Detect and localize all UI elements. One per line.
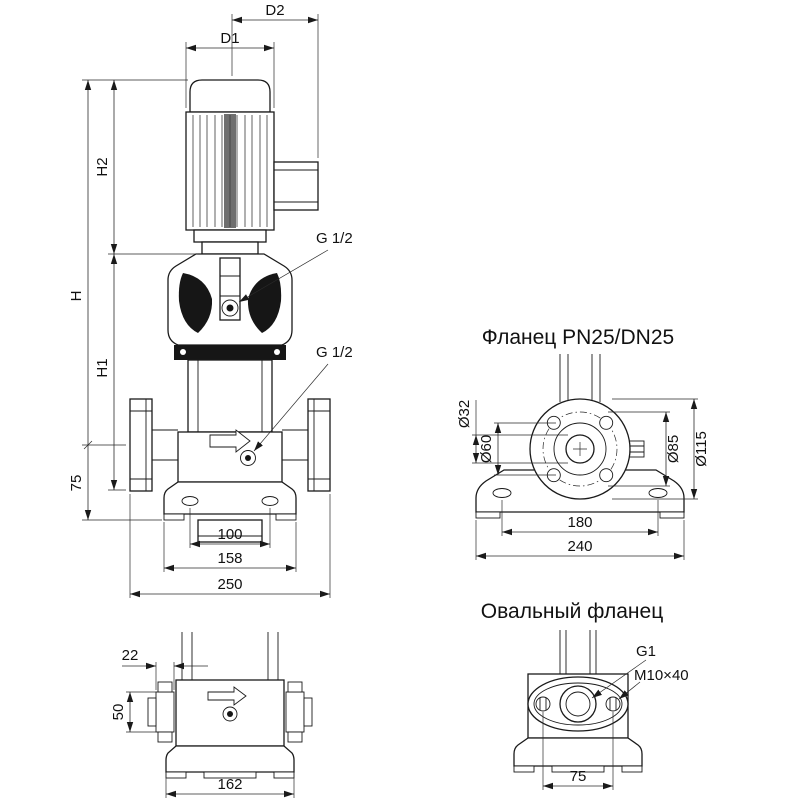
base-slot-left — [492, 488, 512, 498]
bore-circle — [565, 434, 595, 464]
side-bolt — [627, 440, 645, 458]
dim-d85-label: Ø85 — [665, 435, 682, 463]
flow-arrow — [207, 686, 247, 706]
seal-housing-band — [174, 345, 286, 360]
motor — [185, 79, 319, 255]
dim-75-label: 75 — [570, 768, 587, 785]
dim-d32-label: Ø32 — [456, 400, 473, 428]
leader-g12-head — [238, 249, 329, 303]
pump-body — [129, 398, 331, 492]
pump-base — [163, 481, 297, 543]
callout-g12-body-label: G 1/2 — [316, 344, 353, 361]
bolt-left — [535, 696, 551, 712]
side-body — [147, 679, 313, 747]
bolt-circle — [542, 411, 618, 487]
flange-view-title: Фланец PN25/DN25 — [482, 326, 674, 349]
callout-g1-label: G1 — [636, 643, 656, 660]
boss-circle — [559, 685, 597, 723]
dim-75-label: 75 — [68, 475, 85, 492]
dim-162-label: 162 — [217, 776, 242, 793]
leader-m10 — [618, 681, 641, 700]
discharge-flange — [307, 398, 331, 492]
bolt-hole — [599, 415, 614, 430]
callout-m10-label: M10×40 — [634, 667, 689, 684]
lantern-window-left — [178, 273, 213, 333]
main-elevation-view: D2 D1 H 75 H2 H1 100 158 250 G — [68, 2, 353, 598]
leader-g1 — [591, 659, 647, 699]
oval-pipe — [559, 630, 597, 674]
side-dimensions: 22 50 162 — [110, 647, 295, 798]
callout-g12-head-label: G 1/2 — [316, 230, 353, 247]
bolt-hole — [599, 468, 614, 483]
dim-d60-label: Ø60 — [478, 435, 495, 463]
dim-158-label: 158 — [217, 550, 242, 567]
bore-circle — [565, 691, 591, 717]
oval-flange-view: Овальный фланец G1 M10×40 — [481, 600, 689, 790]
side-view: 22 50 162 — [110, 632, 313, 798]
dim-d2-label: D2 — [265, 2, 284, 19]
dim-h-label: H — [68, 291, 85, 302]
flow-arrow — [209, 429, 251, 453]
raised-face-circle — [553, 422, 607, 476]
base-slot-left — [181, 496, 199, 506]
oval-dimensions: G1 M10×40 75 — [542, 643, 689, 790]
dim-50-label: 50 — [110, 704, 127, 721]
base-slot-right — [261, 496, 279, 506]
flange-face — [529, 398, 631, 500]
side-column — [181, 632, 279, 680]
terminal-box — [273, 161, 319, 211]
flange-pipe — [559, 354, 601, 402]
flange-dimensions: Ø60 Ø32 Ø85 Ø115 180 240 — [456, 398, 710, 560]
suction-flange — [129, 398, 153, 492]
lantern-window-right — [247, 273, 282, 333]
dim-d115-label: Ø115 — [693, 431, 710, 467]
pump-column — [187, 359, 273, 433]
dim-22-label: 22 — [122, 647, 139, 664]
leader-g12-body — [253, 363, 329, 452]
pump-head — [167, 253, 293, 360]
dim-180-label: 180 — [567, 514, 592, 531]
bolt-right — [605, 696, 621, 712]
dim-h2-label: H2 — [94, 157, 111, 176]
dim-h1-label: H1 — [94, 358, 111, 377]
dim-100-label: 100 — [217, 526, 242, 543]
dim-250-label: 250 — [217, 576, 242, 593]
oval-view-title: Овальный фланец — [481, 600, 663, 623]
dim-240-label: 240 — [567, 538, 592, 555]
base-slot-right — [648, 488, 668, 498]
main-dimensions: D2 D1 H 75 H2 H1 100 158 250 G — [68, 2, 353, 598]
oval-base — [513, 737, 643, 773]
side-base — [165, 745, 295, 779]
round-flange-view: Фланец PN25/DN25 — [456, 326, 710, 560]
dim-d1-label: D1 — [220, 30, 239, 47]
